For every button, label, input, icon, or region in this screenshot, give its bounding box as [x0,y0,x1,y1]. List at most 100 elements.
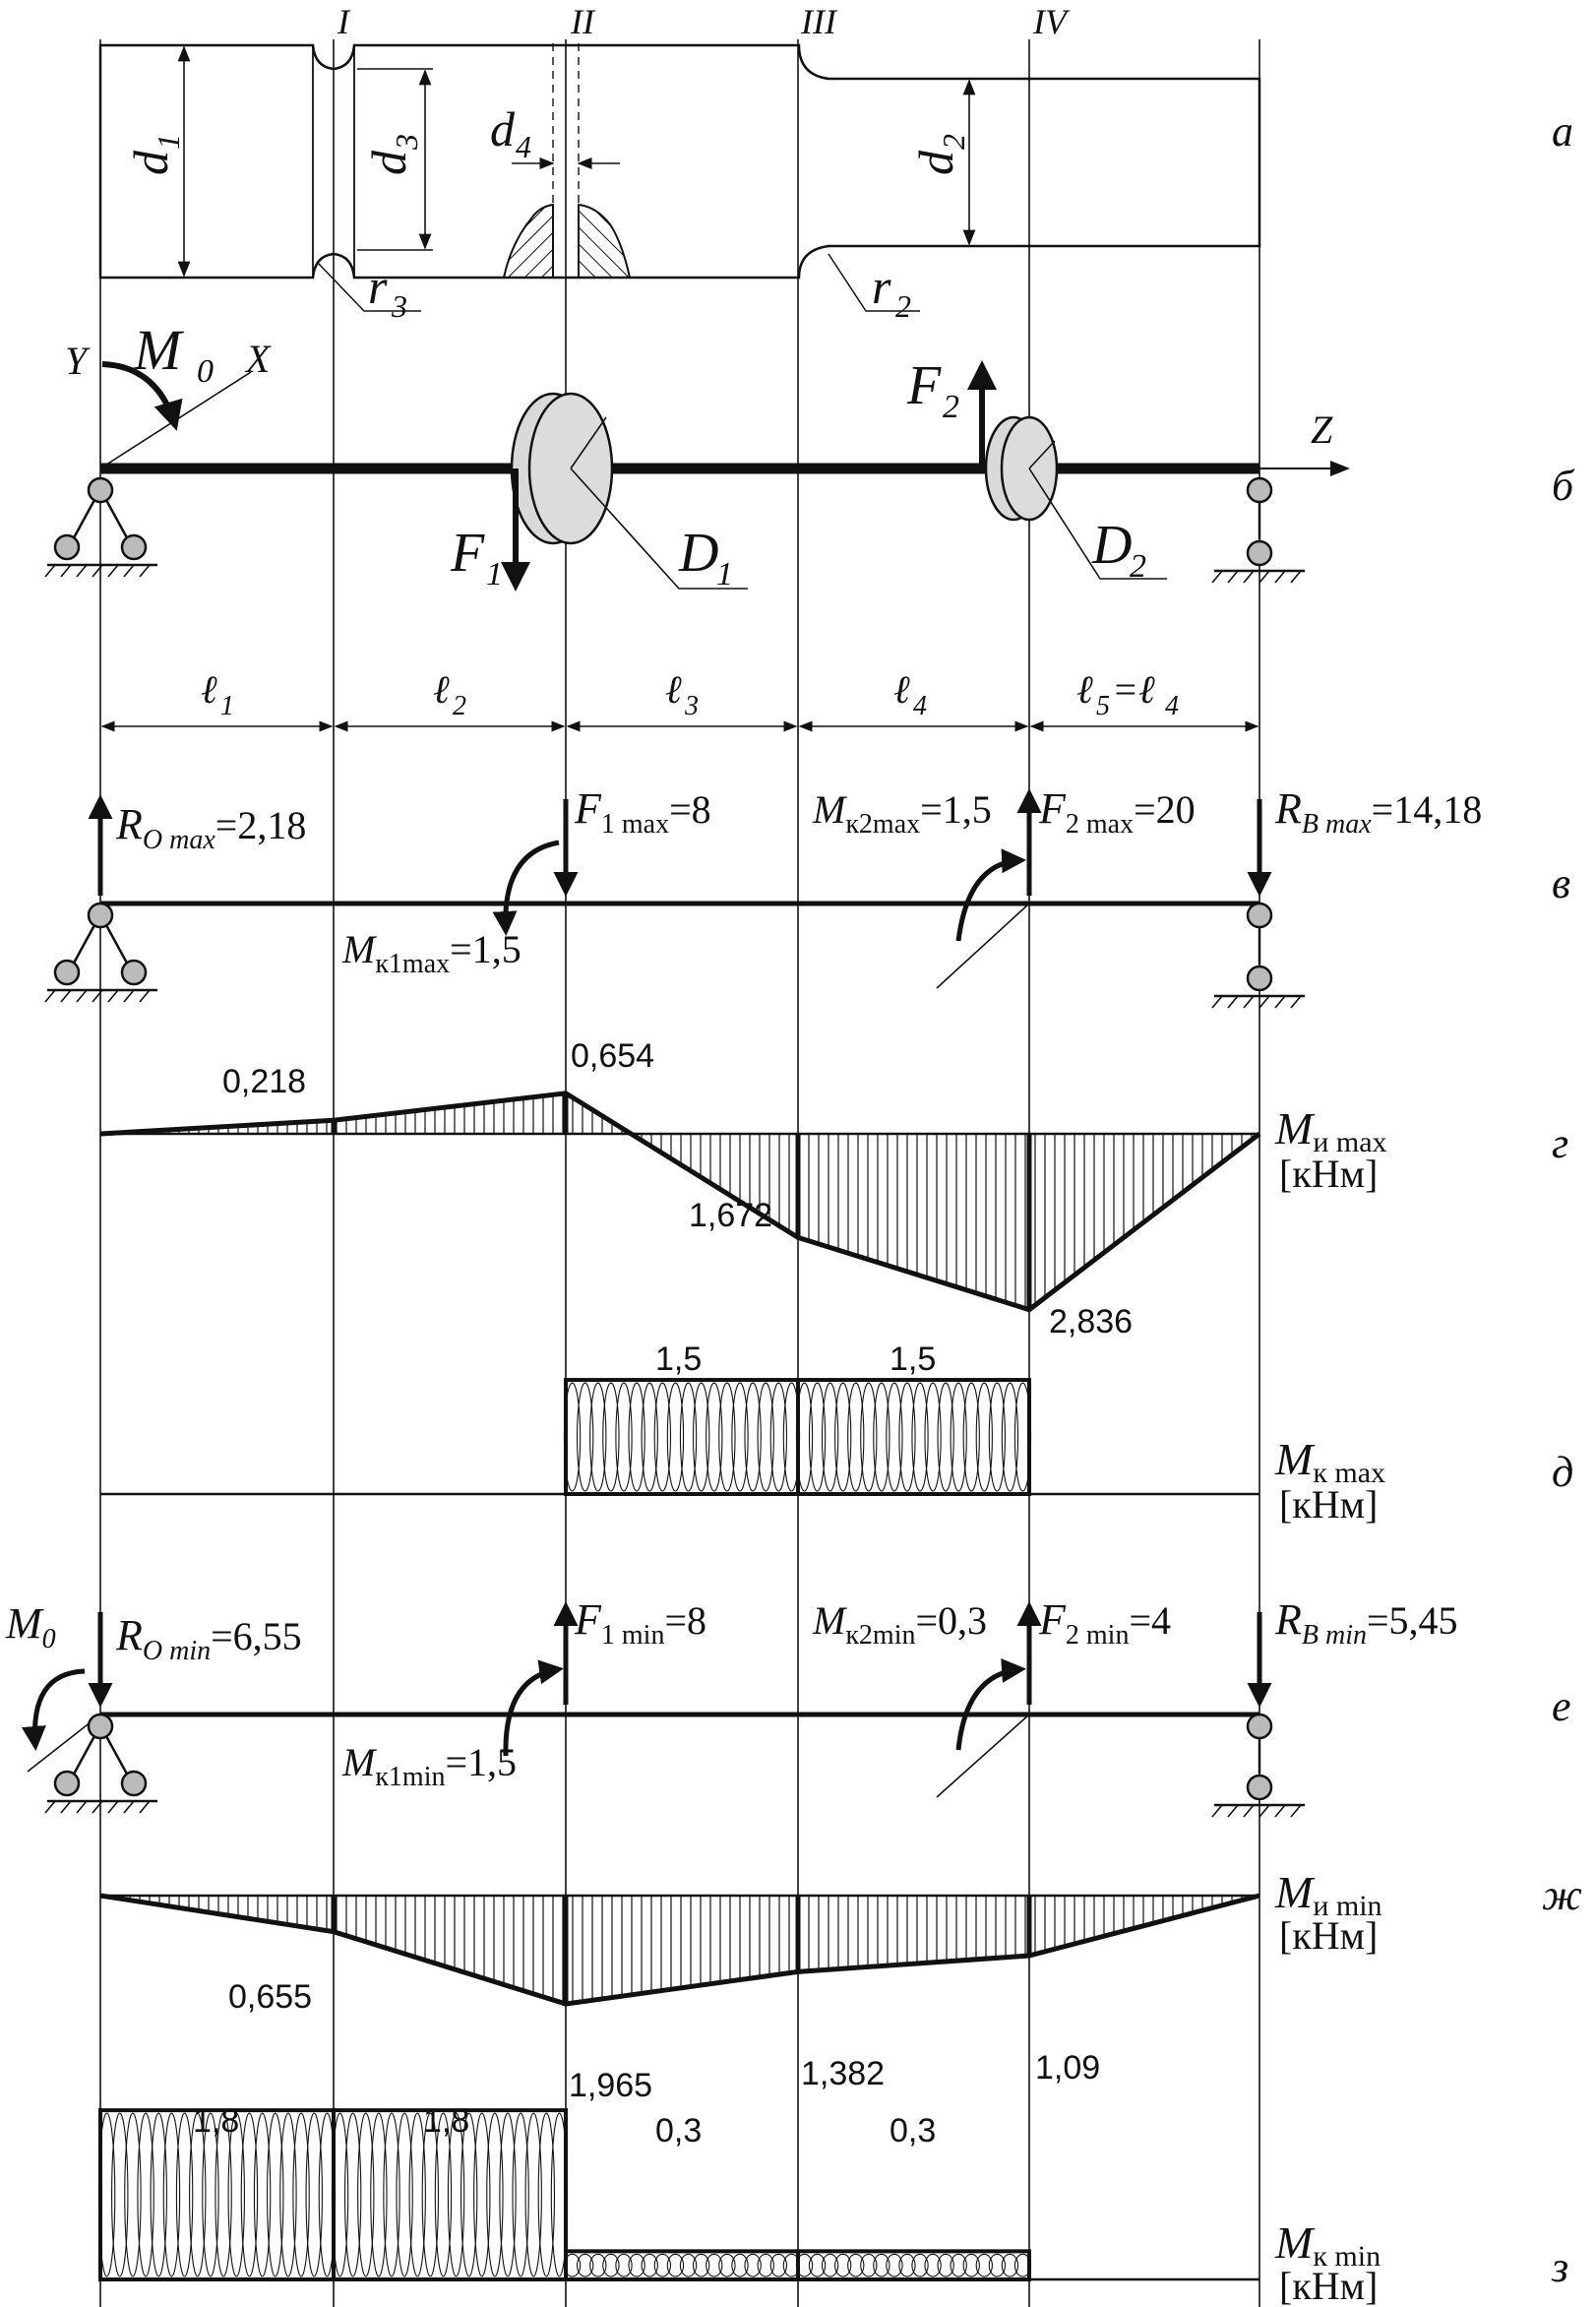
mk-min-coil [111,2112,129,2277]
mk-min-coil [937,2253,954,2277]
mk-max-coil [679,1382,698,1492]
svg-text:=ℓ: =ℓ [1112,667,1155,712]
mk-max-coil [1001,1382,1019,1492]
mk-max-coil [615,1382,633,1492]
mk-min-coil [202,2112,219,2277]
rb-max-label: RB max=14,18 [1274,784,1482,840]
section-label-I: I [337,2,351,41]
panel-letter-zh: ж [1542,1871,1582,1919]
panel-letter-a: а [1552,107,1573,156]
mk-max-coil [744,1382,762,1492]
f2-max-label: F2 max=20 [1038,784,1196,840]
shaft-drawing [98,43,1261,312]
mk2-min-label: Mк2min=0,3 [812,1598,987,1651]
mk-max-coil [834,1382,852,1492]
mi-min-line [99,1893,1260,2007]
y-axis-label: Y [65,339,91,383]
mi-max-value-labels: 0,218 0,654 1,672 2,836 [222,1037,1133,1341]
mk-max-coil [731,1382,749,1492]
mk-max-coil [821,1382,839,1492]
svg-text:Mи min: Mи min [1274,1867,1382,1922]
mk-max-coil [706,1382,723,1492]
f1-max-label: F1 max=8 [574,784,711,840]
mk-min-coil [97,2112,116,2277]
ro-max-label: RO max=2,18 [115,800,306,855]
mk-min-coil [447,2112,465,2277]
torque-max-diagram [100,1378,1259,1497]
mk-max-coil [602,1382,620,1492]
panel-letter-d: д [1552,1448,1573,1496]
mk-min-coil [808,2253,827,2277]
mk-min-coil [267,2112,284,2277]
mk-max-coil [576,1382,594,1492]
panel-letter-b: б [1552,462,1575,510]
mk-max-coil [563,1382,582,1492]
f2-min-label: F2 min=4 [1038,1595,1171,1651]
support-left [44,476,157,578]
mk-min-block [796,2249,1031,2282]
mk-min-coil [189,2112,207,2277]
shaft-labels: d1 d3 d2 d 4 r 3 r 2 [123,101,971,324]
mk-min-coil [653,2253,672,2277]
mk-min-value: 0,3 [655,2112,702,2150]
svg-text:2: 2 [453,691,466,721]
r3-label: r [368,259,388,314]
mi-max-value: 0,654 [571,1037,654,1075]
mk-min-coil [975,2253,993,2277]
mk-min-coil [279,2112,297,2277]
mk-min-coil [227,2112,245,2277]
svg-text:[кНм]: [кНм] [1279,1913,1378,1958]
mk-min-coil [898,2253,916,2277]
mk-min-coil [834,2253,852,2277]
mk-min-coil [524,2112,542,2277]
d3-label: d [361,150,416,175]
loads-min-labels: M0 RO min=6,55 F1 min=8 Mк2min=0,3 F2 mi… [5,1595,1458,1792]
mk1-max-label: Mк1max=1,5 [341,927,522,979]
mk-min-coil [860,2253,878,2277]
mk-max-value-labels: 1,5 1,5 [655,1341,936,1378]
mk-min-coil [1001,2253,1019,2277]
scheme [44,360,1350,592]
support-right-max [1211,902,1305,1009]
mk-max-coil [808,1382,827,1492]
mi-max-value: 0,218 [222,1063,306,1100]
rb-min-label: RB min=5,45 [1274,1595,1458,1651]
mk-min-coil [550,2112,569,2277]
mk-min-coil [486,2112,504,2277]
mk-max-value: 1,5 [890,1341,936,1378]
svg-text:1: 1 [486,556,503,592]
m0-min-arrow [21,1668,86,1751]
mk1-min-label: Mк1min=1,5 [341,1740,517,1792]
support-right [1211,476,1305,584]
mi-min-value: 1,382 [801,2055,885,2092]
mk-max-coil [860,1382,878,1492]
mk-min-coil [150,2112,167,2277]
mk-min-coil [692,2253,710,2277]
l3-label: ℓ [665,667,682,712]
svg-text:4: 4 [1165,691,1179,721]
mk-min-coil [679,2253,698,2277]
svg-text:1: 1 [151,134,186,150]
svg-text:1: 1 [220,691,234,721]
mk-max-coil [653,1382,672,1492]
mk-min-coil [408,2112,426,2277]
mk-min-coil [215,2112,232,2277]
mk2-max-label: Mк2max=1,5 [812,787,992,840]
l1-label: ℓ [201,667,217,712]
mk-max-coil [589,1382,607,1492]
loads-max-labels: RO max=2,18 F1 max=8 Mк2max=1,5 F2 max=2… [115,784,1482,979]
svg-text:2: 2 [936,134,971,150]
mk-max-coil [886,1382,903,1492]
mi-max-value: 1,672 [689,1197,772,1234]
m0-min-label: M0 [5,1599,56,1654]
mk-min-coil [950,2253,967,2277]
mk-min-coil [175,2112,194,2277]
mk-min-value: 0,3 [890,2112,936,2150]
mk-min-block [564,2249,800,2282]
mk-min-coil [666,2253,685,2277]
mk-min-value: 1,8 [193,2102,239,2140]
support-left-min [44,1713,157,1814]
svg-text:2: 2 [895,288,911,324]
section-label-II: II [570,2,596,41]
